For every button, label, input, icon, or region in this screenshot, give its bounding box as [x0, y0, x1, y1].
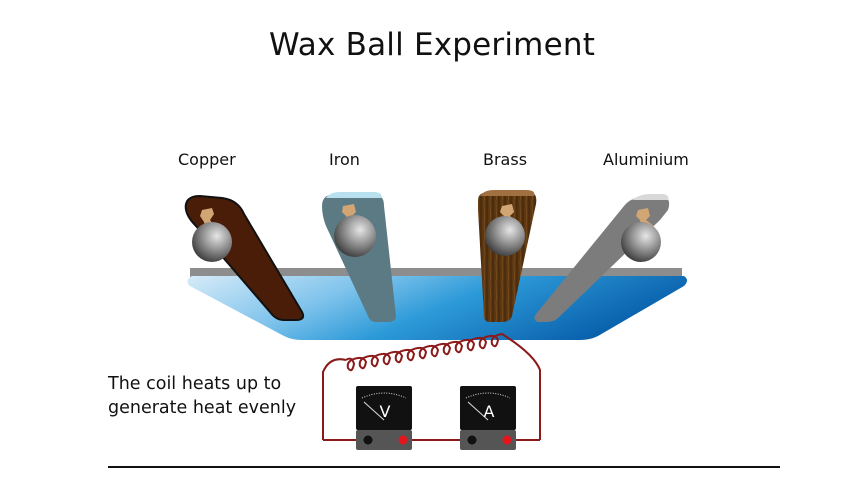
- voltmeter: V: [356, 386, 412, 450]
- page-title: Wax Ball Experiment: [268, 27, 596, 63]
- ball-aluminium: [621, 222, 661, 262]
- label-copper: Copper: [178, 150, 236, 169]
- ammeter-needle: [467, 401, 489, 421]
- ammeter: A: [460, 386, 516, 450]
- rod-aluminium: [534, 194, 670, 322]
- coil-caption: The coil heats up to generate heat evenl…: [108, 372, 296, 420]
- label-brass: Brass: [483, 150, 528, 169]
- ball-copper: [192, 222, 232, 262]
- heating-circuit: [322, 332, 541, 441]
- terminal-positive-icon: [398, 435, 408, 445]
- rod-iron: [322, 192, 396, 322]
- divider-line: [108, 466, 780, 468]
- wire-left: [322, 358, 347, 440]
- heating-coil: [345, 332, 541, 440]
- rod-copper: [184, 194, 305, 321]
- trough-rim: [190, 268, 682, 278]
- terminal-positive-icon: [502, 435, 512, 445]
- ball-brass: [485, 216, 525, 256]
- voltmeter-needle: [363, 401, 385, 421]
- ammeter-scale: [465, 392, 511, 399]
- voltmeter-symbol: V: [380, 402, 391, 421]
- voltmeter-scale: [361, 392, 407, 399]
- label-iron: Iron: [329, 150, 360, 169]
- ammeter-symbol: A: [484, 402, 495, 421]
- wax-aluminium: [636, 208, 654, 228]
- label-aluminium: Aluminium: [603, 150, 689, 169]
- terminal-negative-icon: [363, 435, 373, 445]
- terminal-negative-icon: [467, 435, 477, 445]
- caption-line-1: The coil heats up to: [108, 374, 282, 394]
- rod-brass: [478, 190, 537, 322]
- caption-line-2: generate heat evenly: [108, 398, 297, 418]
- ball-iron: [334, 215, 376, 257]
